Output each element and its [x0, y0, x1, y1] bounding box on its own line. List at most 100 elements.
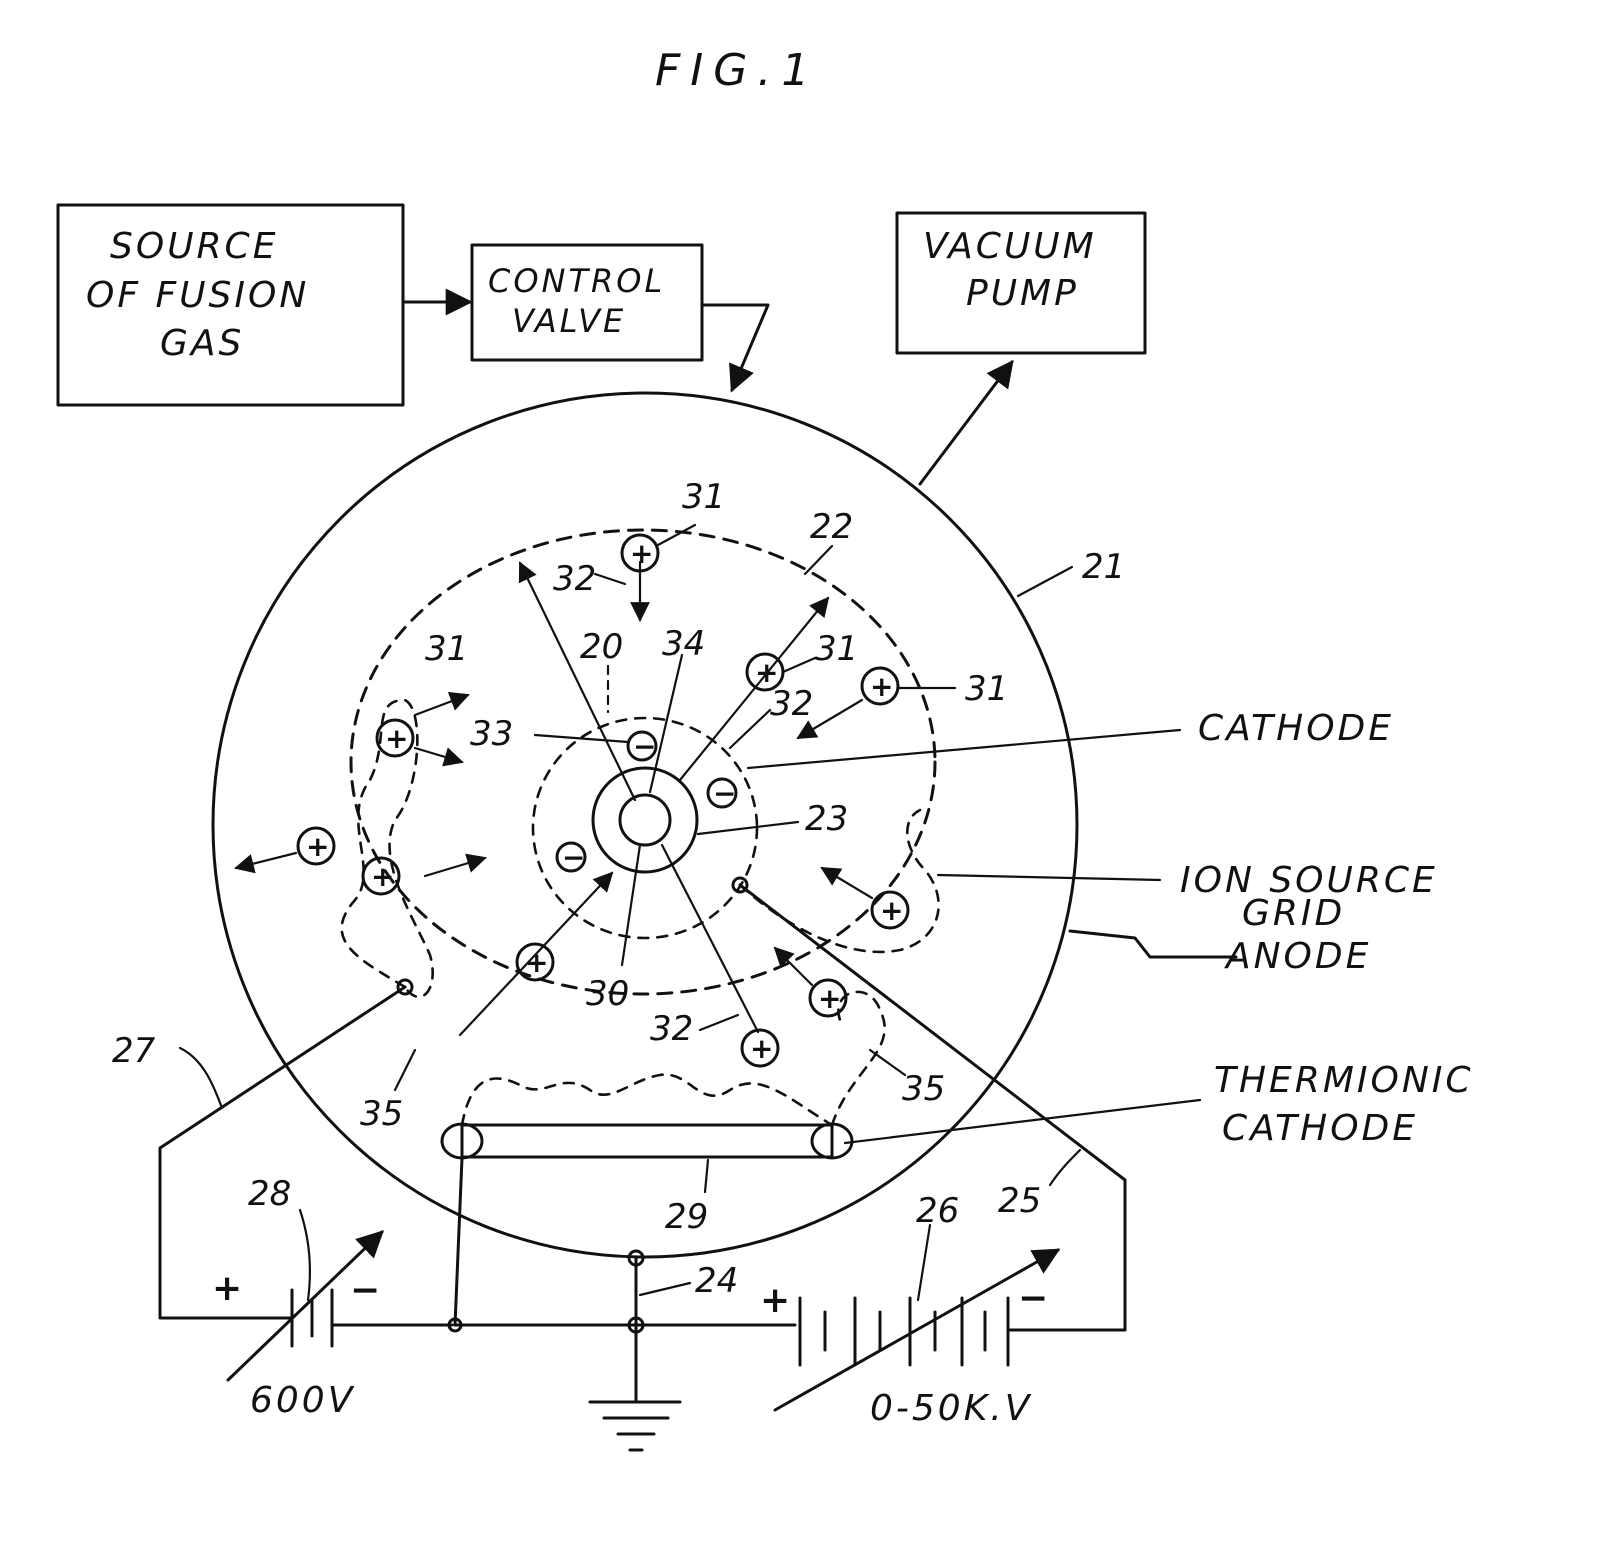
svg-text:−: −	[562, 841, 585, 874]
electron: −	[706, 777, 738, 810]
battery-600v-plus: +	[212, 1268, 242, 1309]
ref-29: 29	[665, 1197, 708, 1237]
valve-label-line-1: CONTROL	[488, 262, 665, 300]
ref-30: 30	[586, 974, 629, 1014]
leader-32-right	[728, 708, 772, 750]
ion-source-label-line-2: GRID	[1242, 893, 1345, 934]
variable-arrow-50kv	[773, 1248, 1061, 1412]
svg-text:−: −	[713, 777, 736, 810]
svg-text:−: −	[633, 730, 656, 763]
svg-text:+: +	[371, 860, 394, 893]
ion-path-lower-right	[773, 946, 814, 987]
electron-loop-left	[340, 698, 434, 999]
source-label-line-1: SOURCE	[110, 226, 278, 267]
chamber-terminal-24	[627, 1249, 645, 1267]
leader-35-right	[868, 1048, 907, 1077]
ref-31-far-right: 31	[965, 669, 1008, 709]
battery-600v-minus: −	[350, 1270, 380, 1311]
wire-27	[158, 985, 407, 1320]
ion-path-bottom-left	[458, 871, 614, 1037]
control-valve-box: CONTROL VALVE	[470, 243, 704, 362]
leader-26	[916, 1223, 932, 1302]
electron-loop-bottom	[460, 1073, 834, 1127]
ref-24: 24	[695, 1261, 738, 1301]
valve-to-chamber-arrow	[700, 303, 770, 393]
fusion-gas-source-box: SOURCE OF FUSION GAS	[56, 203, 405, 407]
ion-path-far-right	[796, 698, 864, 740]
svg-text:+: +	[385, 722, 408, 755]
electron: −	[555, 841, 587, 874]
svg-text:+: +	[755, 656, 778, 689]
positive-ion: +	[361, 856, 401, 896]
leader-23	[696, 820, 800, 836]
vacuum-chamber	[211, 391, 1079, 1259]
junction-center	[627, 1316, 645, 1334]
battery-50kv-plus: +	[760, 1280, 790, 1321]
leader-thermionic	[843, 1098, 1202, 1145]
positive-ion: +	[870, 890, 910, 930]
leader-25	[1048, 1148, 1082, 1187]
svg-text:+: +	[870, 670, 893, 703]
svg-text:+: +	[525, 946, 548, 979]
thermionic-label-line-2: CATHODE	[1222, 1108, 1418, 1149]
positive-ion: +	[860, 666, 900, 706]
source-label-line-3: GAS	[160, 323, 244, 364]
ref-34: 34	[662, 624, 705, 664]
positive-ion: +	[745, 652, 785, 692]
wire-25	[738, 883, 1127, 1332]
electron-loop-lower-right	[830, 990, 886, 1127]
ground-symbol	[588, 1400, 682, 1452]
pump-label-line-2: PUMP	[966, 273, 1079, 314]
leader-33	[533, 733, 630, 744]
ref-31-right: 31	[815, 629, 858, 669]
ion-path-right-in	[820, 866, 874, 900]
ion-source-grid-anode	[349, 528, 937, 996]
vacuum-pump-box: VACUUM PUMP	[895, 211, 1147, 355]
leader-32-bottom	[698, 1013, 740, 1032]
leader-cathode	[746, 728, 1182, 770]
positive-ion: +	[740, 1028, 780, 1068]
ion-source-label-line-1: ION SOURCE	[1180, 860, 1438, 901]
battery-50kv	[798, 1296, 1127, 1367]
ion-path-top-left	[518, 561, 637, 802]
source-label-line-2: OF FUSION	[86, 275, 309, 316]
battery-600v	[263, 1288, 454, 1348]
leader-ion-source	[936, 873, 1162, 882]
ion-path-left-right	[413, 746, 464, 767]
anode-terminal-left	[396, 978, 414, 996]
ref-31-top: 31	[682, 477, 725, 517]
svg-text:+: +	[818, 982, 841, 1015]
voltage-600v-label: 600V	[250, 1380, 355, 1421]
ion-source-label-line-3: ANODE	[1224, 936, 1371, 977]
ion-path-left-out	[234, 851, 298, 874]
ref-32-top: 32	[553, 559, 596, 599]
ion-path-center	[648, 653, 684, 794]
leader-35-left	[393, 1048, 417, 1092]
positive-ion: +	[375, 718, 415, 758]
svg-text:+: +	[306, 830, 329, 863]
electron: −	[626, 730, 658, 763]
leader-31-right	[781, 656, 817, 674]
anode-lead-wire	[1068, 929, 1238, 959]
battery-50kv-minus: −	[1018, 1278, 1048, 1319]
ref-22: 22	[810, 507, 853, 547]
anode-terminal-right	[731, 876, 749, 894]
valve-label-line-2: VALVE	[512, 302, 626, 340]
leader-24	[638, 1281, 692, 1297]
pump-label-line-1: VACUUM	[923, 226, 1097, 267]
ref-28: 28	[248, 1174, 291, 1214]
cathode-label: CATHODE	[1198, 708, 1394, 749]
ref-26: 26	[916, 1191, 959, 1231]
thermionic-lead	[453, 1156, 464, 1327]
ref-35-right: 35	[902, 1069, 945, 1109]
leader-29	[703, 1158, 710, 1194]
ref-23: 23	[805, 799, 848, 839]
variable-arrow-600v	[226, 1230, 384, 1382]
positive-ion: +	[620, 533, 660, 573]
ref-35-left: 35	[360, 1094, 403, 1134]
ref-21: 21	[1082, 547, 1125, 587]
thermionic-cathode	[440, 1122, 854, 1160]
ion-path-bottom-right	[660, 843, 760, 1034]
leader-21	[1016, 565, 1074, 598]
